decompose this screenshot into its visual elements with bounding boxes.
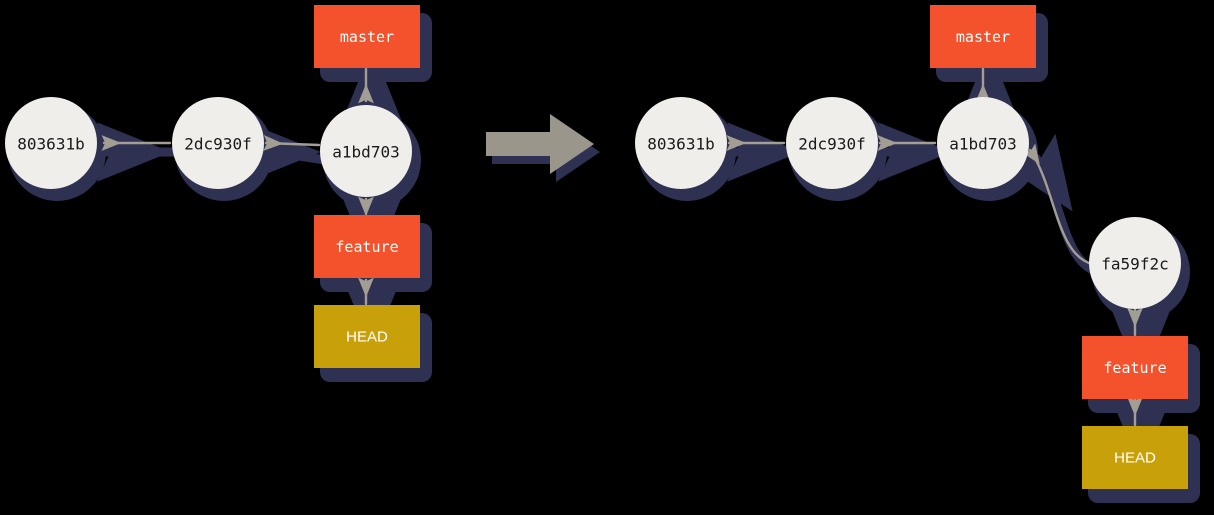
ref-box-head[interactable]: HEAD bbox=[314, 305, 420, 368]
shadow-layer bbox=[8, 13, 1200, 503]
commit-node-2dc930f[interactable]: 2dc930f bbox=[786, 97, 878, 189]
edge-fa59f2c-to-a1bd703 bbox=[1022, 143, 1094, 266]
ref-box-feature[interactable]: feature bbox=[1082, 336, 1188, 399]
edge-layer bbox=[101, 67, 1143, 427]
ref-box-master[interactable]: master bbox=[930, 5, 1036, 68]
ref-box-feature[interactable]: feature bbox=[314, 215, 420, 278]
commit-node-a1bd703[interactable]: a1bd703 bbox=[937, 97, 1029, 189]
ref-box-head[interactable]: HEAD bbox=[1082, 426, 1188, 489]
commit-node-803631b[interactable]: 803631b bbox=[5, 97, 97, 189]
after-graph: 803631b 2dc930f a1bd703 fa59f2c master bbox=[635, 5, 1188, 489]
ref-box-master[interactable]: master bbox=[314, 5, 420, 68]
commit-node-803631b[interactable]: 803631b bbox=[635, 97, 727, 189]
commit-node-fa59f2c[interactable]: fa59f2c bbox=[1089, 217, 1181, 309]
commit-node-a1bd703[interactable]: a1bd703 bbox=[320, 105, 412, 197]
transition-arrow bbox=[486, 114, 594, 174]
edge-a1bd703-to-2dc930f bbox=[263, 134, 321, 151]
commit-node-2dc930f[interactable]: 2dc930f bbox=[172, 97, 264, 189]
